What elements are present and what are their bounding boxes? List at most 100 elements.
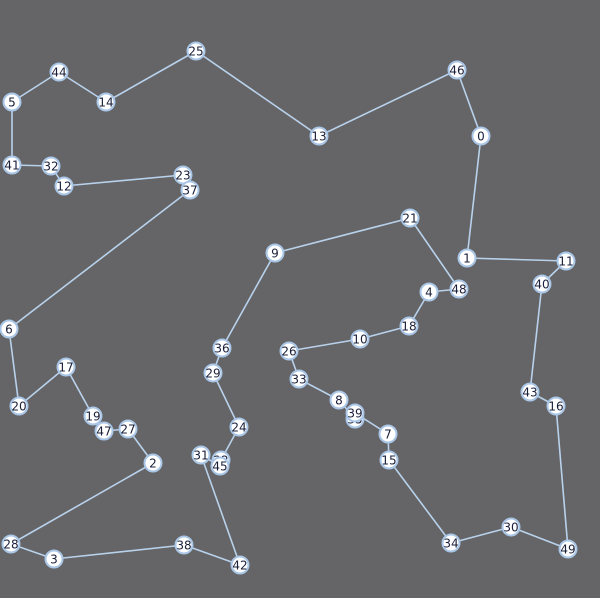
node-circle xyxy=(210,456,230,476)
node-17: 17 xyxy=(56,357,76,377)
node-36: 36 xyxy=(212,338,232,358)
node-49: 49 xyxy=(558,539,578,559)
edge-6-37 xyxy=(8,189,191,330)
node-15: 15 xyxy=(379,450,399,470)
node-circle xyxy=(558,539,578,559)
node-circle xyxy=(379,450,399,470)
node-circle xyxy=(96,92,116,112)
node-label: 6 xyxy=(5,323,13,337)
node-circle xyxy=(41,156,61,176)
node-32: 32 xyxy=(41,156,61,176)
graph-nodes: 0123456789101112131415161718192021222324… xyxy=(0,41,578,575)
node-30: 30 xyxy=(501,517,521,537)
node-1: 1 xyxy=(457,248,477,268)
node-label: 48 xyxy=(451,283,466,297)
edge-29-24 xyxy=(212,372,240,428)
node-label: 28 xyxy=(3,538,18,552)
node-4: 4 xyxy=(419,282,439,302)
node-43: 43 xyxy=(520,382,540,402)
node-circle xyxy=(0,319,19,339)
edge-49-30 xyxy=(510,526,569,550)
node-37: 37 xyxy=(180,180,200,200)
node-8: 8 xyxy=(329,390,349,410)
edge-1-11 xyxy=(466,257,567,262)
node-label: 23 xyxy=(175,169,190,183)
node-label: 31 xyxy=(193,449,208,463)
node-0: 0 xyxy=(471,126,491,146)
node-13: 13 xyxy=(309,126,329,146)
node-label: 10 xyxy=(352,333,367,347)
edge-31-42 xyxy=(200,454,241,566)
node-label: 21 xyxy=(402,212,417,226)
node-label: 5 xyxy=(8,96,16,110)
node-circle xyxy=(345,403,365,423)
edge-0-1 xyxy=(466,135,482,259)
node-circle xyxy=(471,126,491,146)
node-label: 2 xyxy=(149,457,157,471)
node-circle xyxy=(212,338,232,358)
edge-30-34 xyxy=(450,526,512,544)
node-circle xyxy=(56,357,76,377)
node-label: 1 xyxy=(463,252,471,266)
node-31: 31 xyxy=(191,445,211,465)
node-circle xyxy=(419,282,439,302)
edge-21-9 xyxy=(274,217,411,254)
node-label: 49 xyxy=(560,543,575,557)
node-circle xyxy=(2,92,22,112)
node-39: 39 xyxy=(345,403,365,423)
node-38: 38 xyxy=(174,535,194,555)
node-circle xyxy=(203,363,223,383)
node-label: 38 xyxy=(176,539,191,553)
node-11: 11 xyxy=(556,251,576,271)
node-label: 25 xyxy=(188,45,203,59)
node-label: 14 xyxy=(98,96,113,110)
node-label: 47 xyxy=(96,425,111,439)
node-circle xyxy=(501,517,521,537)
edge-16-49 xyxy=(555,405,569,550)
node-circle xyxy=(289,369,309,389)
node-circle xyxy=(441,533,461,553)
edge-23-12 xyxy=(63,174,184,187)
edge-14-25 xyxy=(105,50,197,103)
node-19: 19 xyxy=(83,406,103,426)
node-label: 44 xyxy=(51,66,66,80)
node-circle xyxy=(94,421,114,441)
node-42: 42 xyxy=(230,555,250,575)
node-label: 16 xyxy=(548,400,563,414)
node-23: 23 xyxy=(173,165,193,185)
node-circle xyxy=(180,180,200,200)
node-label: 34 xyxy=(443,537,458,551)
node-circle xyxy=(447,60,467,80)
node-20: 20 xyxy=(9,396,29,416)
edge-46-0 xyxy=(456,69,482,137)
node-circle xyxy=(546,396,566,416)
node-label: 3 xyxy=(50,553,58,567)
node-circle xyxy=(329,390,349,410)
node-40: 40 xyxy=(532,274,552,294)
node-label: 46 xyxy=(449,64,464,78)
node-circle xyxy=(54,176,74,196)
node-44: 44 xyxy=(49,62,69,82)
node-circle xyxy=(186,41,206,61)
node-circle xyxy=(309,126,329,146)
node-circle xyxy=(449,279,469,299)
node-label: 19 xyxy=(85,410,100,424)
node-label: 11 xyxy=(558,255,573,269)
node-circle xyxy=(229,417,249,437)
node-21: 21 xyxy=(400,208,420,228)
node-label: 24 xyxy=(231,421,246,435)
node-circle xyxy=(279,341,299,361)
node-label: 20 xyxy=(11,400,26,414)
node-label: 43 xyxy=(522,386,537,400)
node-3: 3 xyxy=(44,549,64,569)
node-label: 36 xyxy=(214,342,229,356)
node-circle xyxy=(118,419,138,439)
node-label: 41 xyxy=(4,159,19,173)
node-label: 8 xyxy=(335,394,343,408)
node-label: 26 xyxy=(281,345,296,359)
node-26: 26 xyxy=(279,341,299,361)
edge-26-10 xyxy=(288,338,361,352)
node-25: 25 xyxy=(186,41,206,61)
node-circle xyxy=(44,549,64,569)
